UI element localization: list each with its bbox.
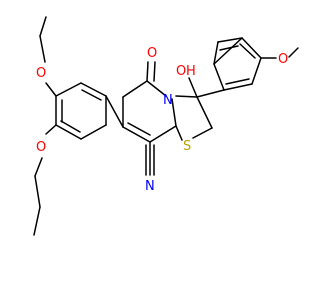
bond [171, 98, 177, 127]
bond [149, 125, 177, 143]
bond [146, 61, 149, 82]
atom-s-ring: S [183, 139, 191, 154]
bond [127, 122, 151, 136]
bond [39, 35, 46, 63]
bond [146, 80, 167, 97]
atom-o-hydroxy: O [176, 64, 186, 79]
bond [223, 83, 253, 91]
bond [196, 89, 225, 98]
atom-o-carbonyl: O [147, 46, 157, 61]
bond [241, 37, 262, 59]
bond [122, 126, 151, 143]
molecule-structure-canvas: O O O O H N S N O [33, 16, 299, 236]
bond [45, 82, 57, 97]
bond [55, 124, 82, 140]
bond [105, 95, 124, 128]
bond [81, 89, 102, 101]
atom-o-propoxy: O [36, 140, 46, 155]
bond [196, 96, 213, 129]
bond [225, 78, 250, 85]
bond [33, 206, 41, 236]
bond [239, 43, 256, 59]
atom-n-nitrile: N [145, 179, 155, 194]
bond [60, 120, 81, 133]
bond [217, 37, 243, 43]
bond [45, 124, 57, 135]
bond-layer [33, 16, 299, 236]
atom-label-layer: O O O O H N S N O [36, 46, 288, 194]
bond [192, 127, 213, 139]
bond [39, 16, 47, 37]
bond [34, 175, 41, 208]
bond [175, 95, 198, 98]
bond [251, 57, 262, 85]
bond [175, 125, 183, 141]
bond [213, 63, 225, 91]
bond [153, 61, 156, 82]
bond [288, 47, 299, 58]
bond [80, 82, 107, 97]
bond [213, 41, 219, 65]
bond [219, 45, 239, 51]
atom-o-methoxy: O [278, 52, 288, 67]
bond [34, 157, 43, 177]
bond [213, 37, 243, 65]
atom-o-ethoxy: O [36, 66, 46, 81]
bond [188, 77, 198, 98]
molecule-structure: O O O O H N S N O [33, 16, 299, 236]
atom-n-ring: N [163, 93, 173, 108]
atom-h-hydroxy: H [186, 64, 196, 79]
bond [80, 124, 107, 140]
bond [122, 80, 148, 98]
bond [55, 82, 82, 97]
